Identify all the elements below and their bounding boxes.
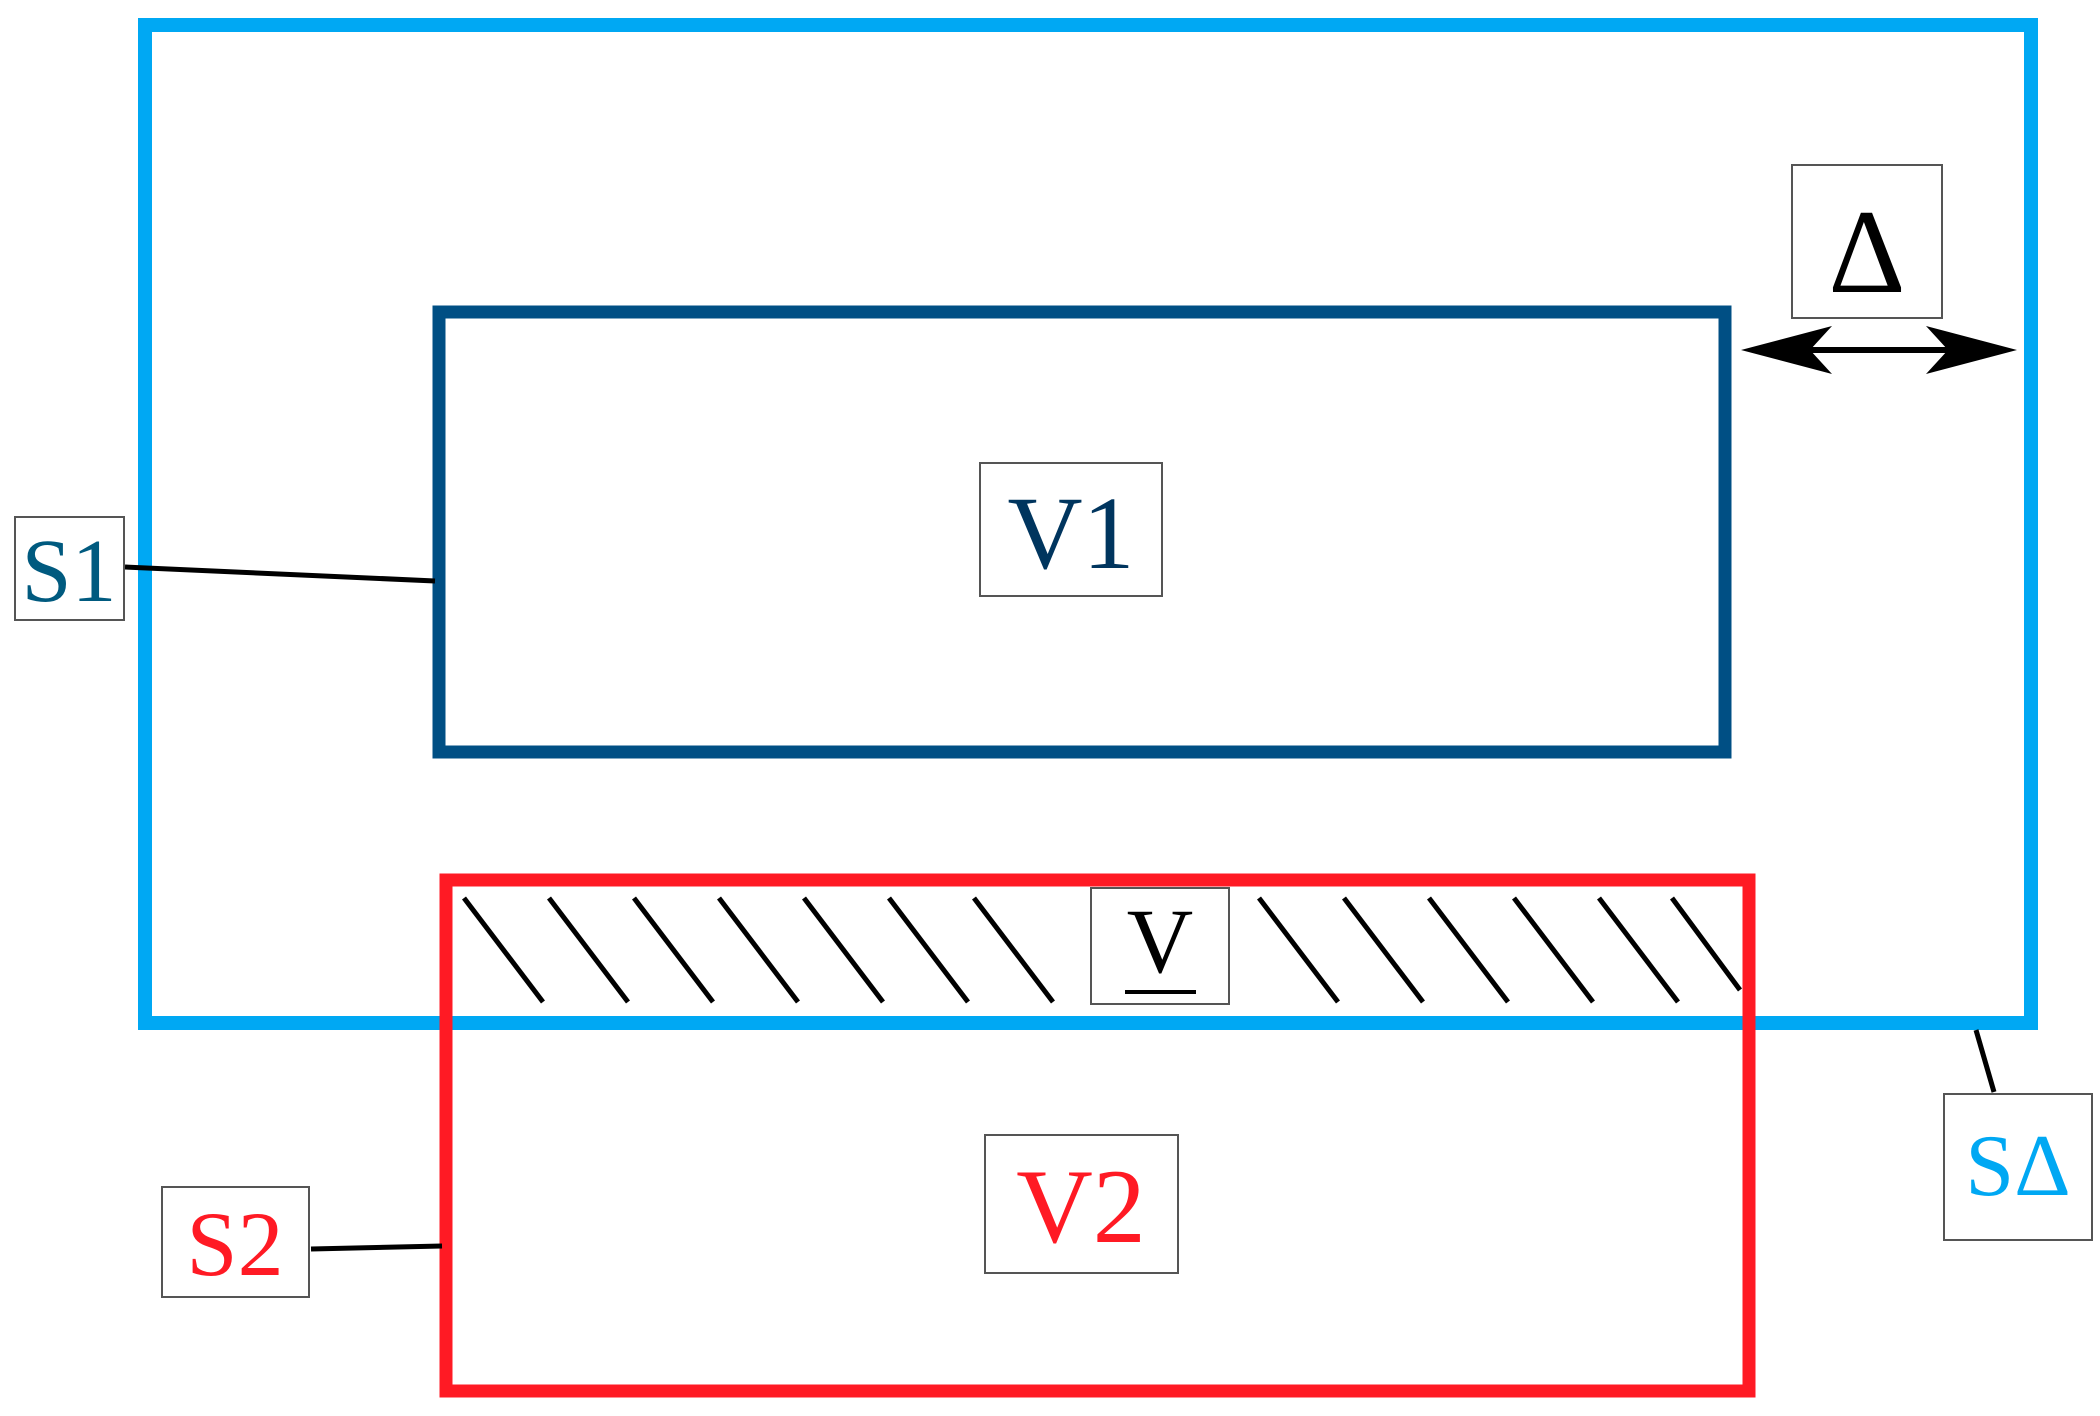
outer-region-box <box>138 18 2038 1030</box>
v-label-frame <box>1090 887 1230 1005</box>
v2-region-box <box>439 873 1756 1398</box>
s2-leader-line <box>310 1243 443 1252</box>
v2-label-frame <box>984 1134 1179 1274</box>
s1-leader-line <box>124 564 436 584</box>
s-delta-label-frame <box>1943 1093 2093 1241</box>
v-label: V <box>1127 890 1193 992</box>
delta-double-arrow-icon <box>1741 326 2017 374</box>
v1-label: V1 <box>1007 476 1134 591</box>
s1-label: S1 <box>21 522 116 621</box>
v1-region-box <box>432 305 1732 759</box>
s-delta-label: SΔ <box>1965 1118 2071 1215</box>
v2-label: V2 <box>1016 1148 1146 1265</box>
delta-label: Δ <box>1828 185 1905 318</box>
v1-label-frame <box>979 462 1163 597</box>
s2-label-frame <box>161 1186 310 1298</box>
s1-label-frame <box>14 516 125 621</box>
s-delta-leader-line <box>1973 1029 1997 1093</box>
delta-label-frame <box>1791 164 1943 319</box>
s2-label: S2 <box>186 1193 283 1295</box>
overlap-hatching <box>462 896 1743 1004</box>
